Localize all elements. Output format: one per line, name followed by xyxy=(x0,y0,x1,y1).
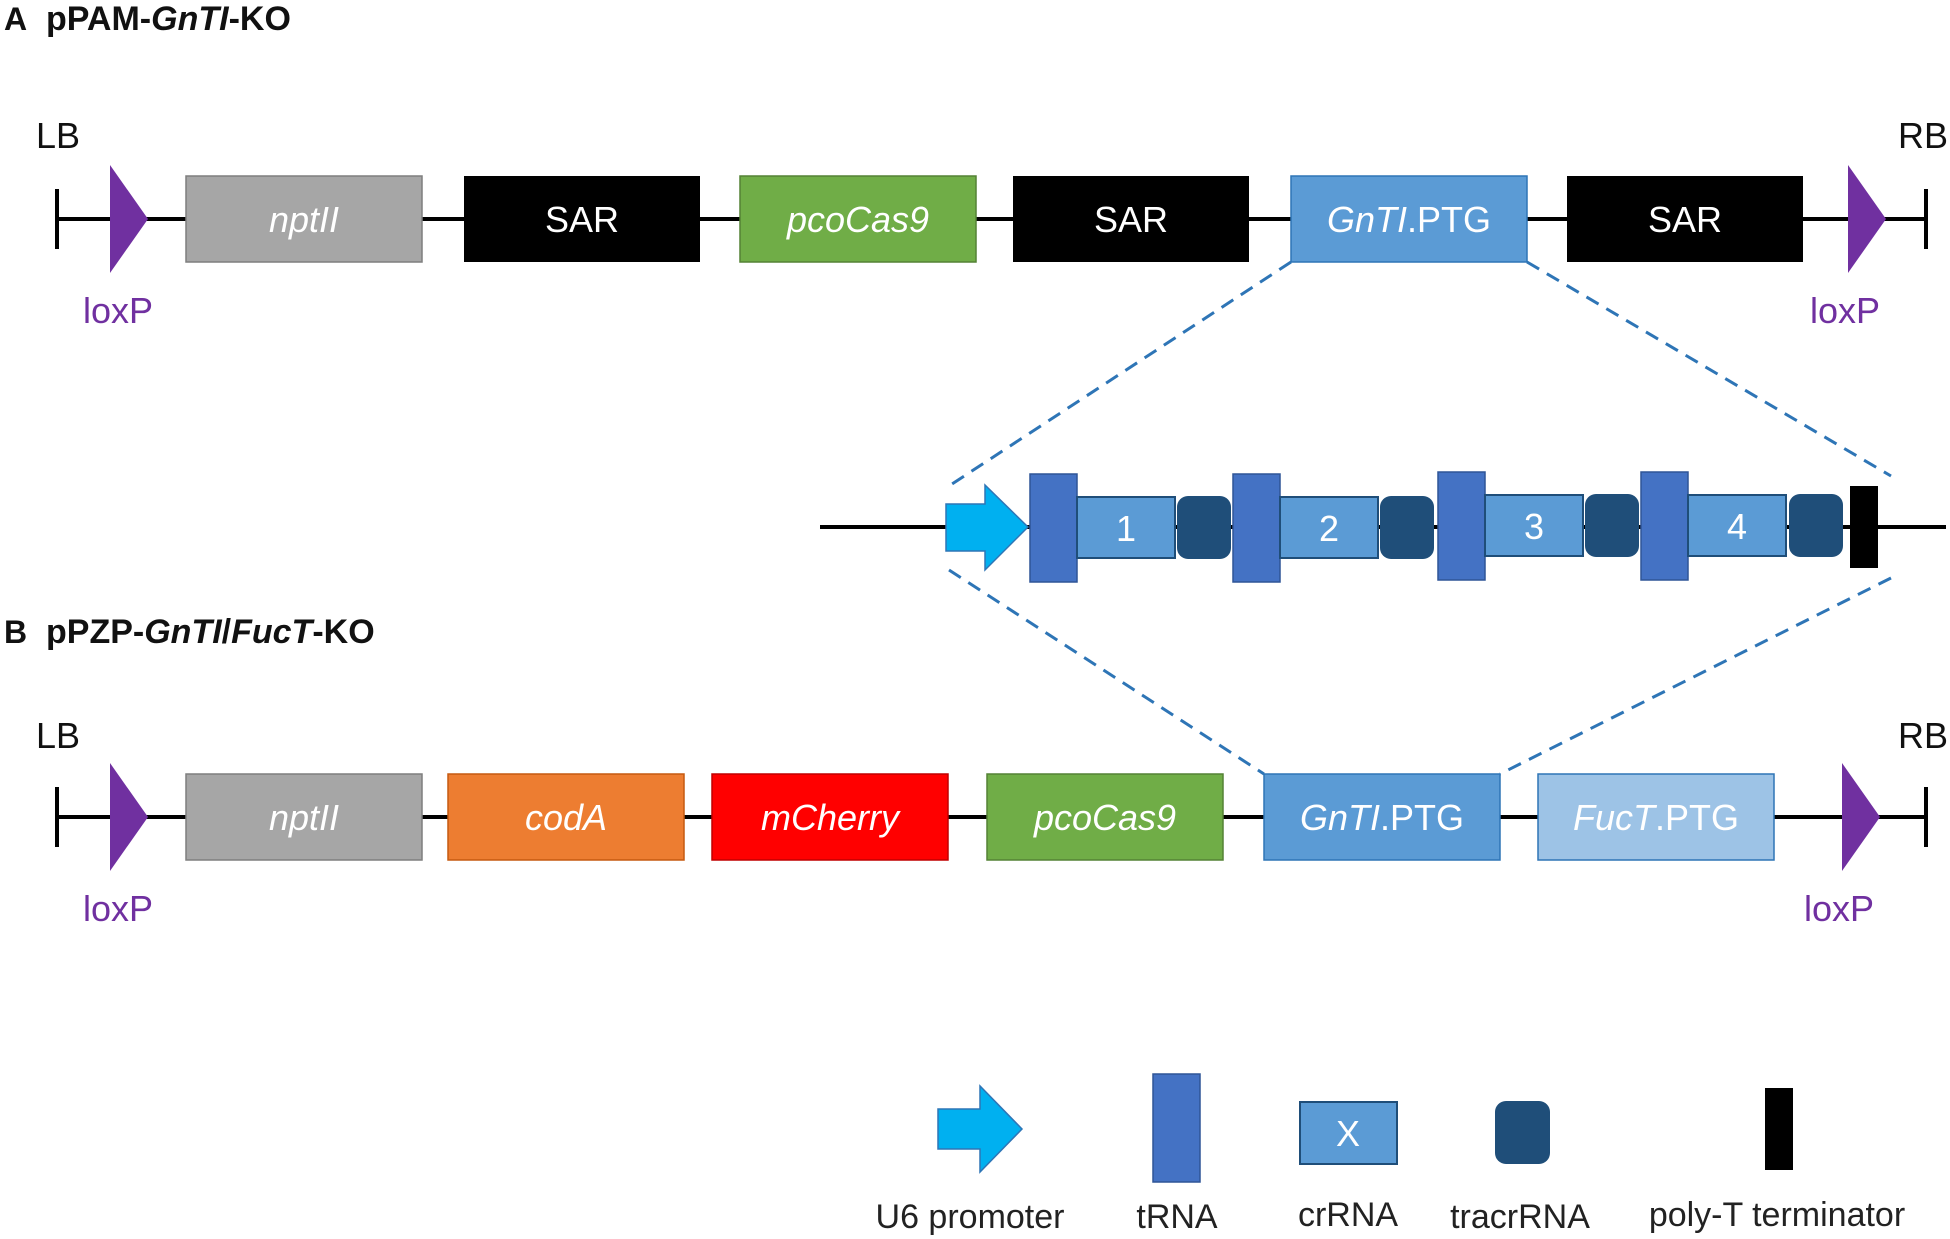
ptg-trna-2 xyxy=(1232,473,1281,583)
panel-a-letter: A xyxy=(4,1,27,37)
expansion-line-a-right xyxy=(1526,260,1892,478)
legend-crrna-symbol: X xyxy=(1336,1113,1360,1154)
ptg-tracrrna-4 xyxy=(1789,494,1843,557)
legend-crrna-icon xyxy=(1299,1101,1398,1165)
legend-u6-arrow-icon xyxy=(937,1084,1024,1174)
ptg-tracrrna-3 xyxy=(1585,494,1639,557)
legend-crrna-label: crRNA xyxy=(1298,1196,1398,1234)
panel-b-coda-box xyxy=(447,773,685,861)
panel-b-pcocas9-label: pcoCas9 xyxy=(1033,797,1176,838)
panel-b-coda-label: codA xyxy=(525,797,607,838)
panel-b-loxp-right-triangle xyxy=(1842,763,1880,871)
panel-b-pcocas9-box xyxy=(986,773,1224,861)
ptg-spacer-number-2: 2 xyxy=(1319,508,1339,549)
panel-a-pcocas9-box xyxy=(739,175,977,263)
panel-a-title: pPAM-GnTI-KO xyxy=(46,0,291,38)
legend-polyt-label: poly-T terminator xyxy=(1649,1196,1905,1234)
legend-polyt-icon xyxy=(1765,1088,1793,1170)
panel-a-pcocas9-label: pcoCas9 xyxy=(786,199,929,240)
ptg-spacer-number-3: 3 xyxy=(1524,506,1544,547)
panel-b-nptii-box xyxy=(185,773,423,861)
legend-trna-label: tRNA xyxy=(1136,1198,1218,1236)
panel-b-loxp-left-triangle xyxy=(110,763,148,871)
ptg-crrna-1 xyxy=(1076,496,1176,559)
panel-b-fuct-ptg-box xyxy=(1537,773,1775,861)
ptg-tracrrna-1 xyxy=(1177,496,1231,559)
ptg-spacer-number-1: 1 xyxy=(1116,508,1136,549)
legend-trna-icon xyxy=(1152,1073,1201,1183)
panel-b-title: pPZP-GnTI/FucT-KO xyxy=(46,613,375,651)
panel-a-sar-box-1 xyxy=(464,176,700,262)
panel-b-mcherry-box xyxy=(711,773,949,861)
ptg-polyt-terminator xyxy=(1850,486,1878,568)
ptg-u6-promoter-arrow xyxy=(945,483,1030,572)
panel-a-lb-label: LB xyxy=(36,115,80,156)
panel-a-loxp-right-label: loxP xyxy=(1810,290,1880,331)
legend-tracrrna-label: tracrRNA xyxy=(1450,1198,1590,1236)
panel-a-sar-label-1: SAR xyxy=(545,199,619,240)
expansion-line-b-left xyxy=(948,568,1265,776)
panel-a-rb-label: RB xyxy=(1898,115,1948,156)
ptg-trna-1 xyxy=(1029,473,1078,583)
panel-b-letter: B xyxy=(4,614,27,650)
panel-a-nptii-label: nptII xyxy=(269,199,339,240)
panel-a-loxp-right-triangle xyxy=(1848,165,1886,273)
expansion-line-a-left xyxy=(948,260,1292,488)
panel-a-sar-box-3 xyxy=(1567,176,1803,262)
ptg-tracrrna-2 xyxy=(1380,496,1434,559)
panel-a-sar-label-2: SAR xyxy=(1094,199,1168,240)
panel-b-gnti-ptg-box xyxy=(1263,773,1501,861)
panel-b-fuct-ptg-label: FucT.PTG xyxy=(1573,797,1739,838)
ptg-spacer-number-4: 4 xyxy=(1727,506,1747,547)
ptg-crrna-2 xyxy=(1279,496,1379,559)
panel-a-sar-label-3: SAR xyxy=(1648,199,1722,240)
panel-a-gnti-ptg-label: GnTI.PTG xyxy=(1327,199,1491,240)
panel-b-lb-label: LB xyxy=(36,715,80,756)
legend-u6-label: U6 promoter xyxy=(876,1198,1065,1236)
ptg-trna-4 xyxy=(1640,471,1689,581)
ptg-crrna-4 xyxy=(1687,494,1787,557)
panel-b-nptii-label: nptII xyxy=(269,797,339,838)
panel-b-rb-label: RB xyxy=(1898,715,1948,756)
ptg-trna-3 xyxy=(1437,471,1486,581)
panel-b-loxp-left-label: loxP xyxy=(83,888,153,929)
panel-b-gnti-ptg-label: GnTI.PTG xyxy=(1300,797,1464,838)
panel-a-nptii-box xyxy=(185,175,423,263)
panel-a-loxp-left-triangle xyxy=(110,165,148,273)
expansion-line-b-right xyxy=(1499,576,1892,776)
panel-b-loxp-right-label: loxP xyxy=(1804,888,1874,929)
panel-a-loxp-left-label: loxP xyxy=(83,290,153,331)
legend-tracrrna-icon xyxy=(1495,1101,1550,1164)
panel-a-sar-box-2 xyxy=(1013,176,1249,262)
ptg-crrna-3 xyxy=(1484,494,1584,557)
panel-a-gnti-ptg-box xyxy=(1290,175,1528,263)
panel-b-mcherry-label: mCherry xyxy=(761,797,901,838)
